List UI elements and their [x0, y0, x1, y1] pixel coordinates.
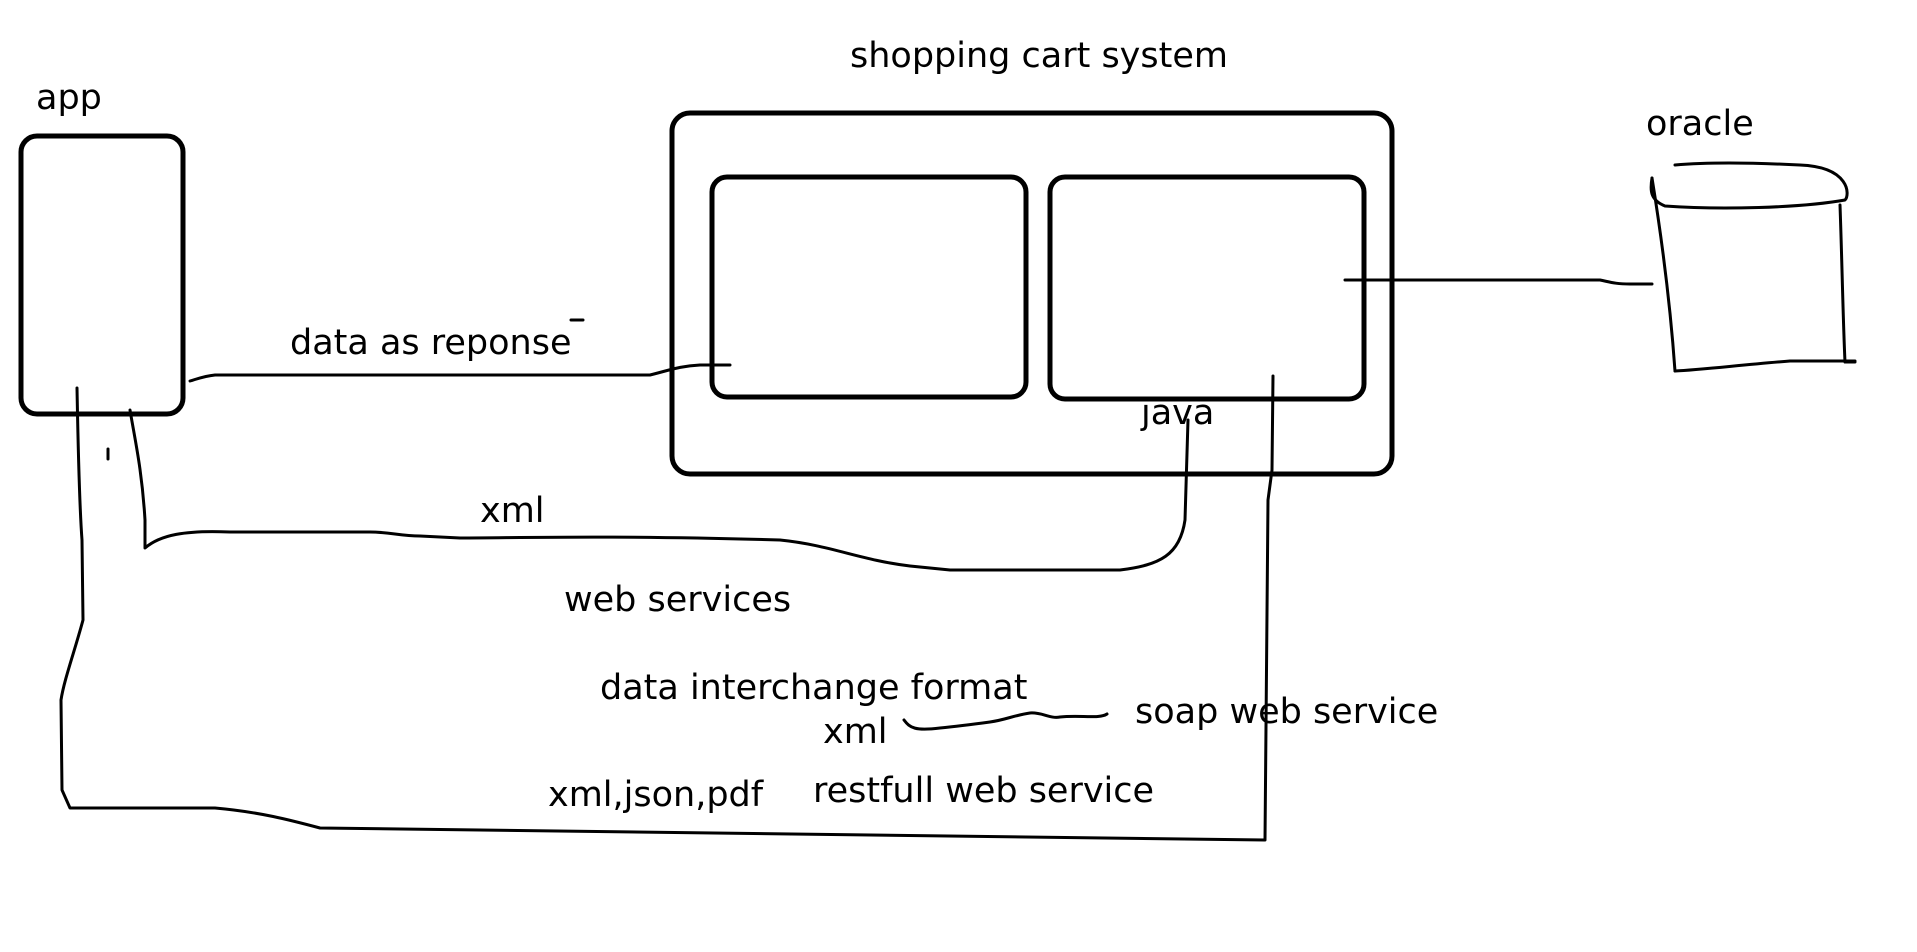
app-box [18, 133, 186, 417]
restful-web-service-label: restfull web service [813, 771, 1154, 811]
xml-web-services-connector [128, 408, 1190, 572]
soap-squiggle [902, 711, 1109, 731]
oracle-database-icon [1649, 161, 1857, 373]
system-left-component-box [709, 174, 1029, 400]
xml-middle-label: xml [823, 712, 888, 752]
oracle-label: oracle [1646, 104, 1754, 144]
java-label: java [1140, 393, 1214, 433]
xml-json-pdf-label: xml,json,pdf [548, 775, 764, 815]
soap-web-service-label: soap web service [1135, 692, 1438, 732]
xml-top-label: xml [480, 491, 545, 531]
system-title-label: shopping cart system [850, 36, 1228, 76]
data-as-response-label: data as reponse [290, 323, 572, 363]
app-label: app [36, 78, 102, 118]
web-services-label: web services [564, 580, 791, 620]
oracle-connector [1343, 278, 1654, 286]
response-connector [188, 363, 732, 383]
data-interchange-format-label: data interchange format [600, 668, 1027, 708]
shopping-cart-system-box [669, 110, 1395, 477]
restful-connector [59, 374, 1275, 842]
system-right-component-box [1047, 174, 1367, 402]
